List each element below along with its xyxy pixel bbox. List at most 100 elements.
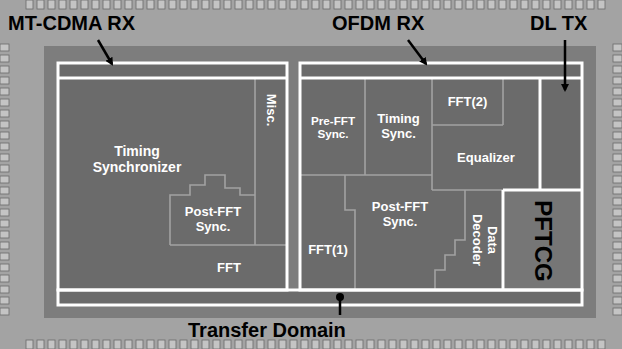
bond-pad: [433, 340, 440, 349]
leader-dot: [336, 293, 344, 301]
bond-pad: [613, 121, 622, 128]
bond-pad: [180, 0, 187, 9]
bond-pad: [510, 340, 517, 349]
bond-pad: [213, 340, 220, 349]
bond-pad: [0, 275, 9, 282]
bond-pad: [356, 0, 363, 9]
bond-pad: [565, 340, 572, 349]
bond-pad: [400, 0, 407, 9]
bond-pad: [422, 340, 429, 349]
bond-pad: [0, 154, 9, 161]
bond-pad: [400, 340, 407, 349]
bond-pad: [613, 154, 622, 161]
bond-pad: [0, 99, 9, 106]
bond-pad: [613, 110, 622, 117]
bond-pad: [613, 220, 622, 227]
bond-pad: [367, 340, 374, 349]
bond-pad: [613, 55, 622, 62]
bond-pad: [323, 0, 330, 9]
chip-block: Data Decoder: [466, 192, 502, 288]
bond-pad: [499, 0, 506, 9]
bond-pad: [323, 340, 330, 349]
bond-pad: [92, 340, 99, 349]
block-label: Equalizer: [457, 150, 515, 165]
chip-block: Timing Sync.: [366, 80, 431, 174]
block-label: Post-FFT Sync.: [174, 205, 252, 234]
bond-pad: [565, 0, 572, 9]
bond-pad: [466, 0, 473, 9]
bond-pad: [532, 0, 539, 9]
bond-pad: [613, 308, 622, 315]
bond-pad: [0, 220, 9, 227]
bond-pad: [613, 77, 622, 84]
bond-pad: [613, 99, 622, 106]
bond-pad: [125, 340, 132, 349]
bond-pad: [0, 88, 9, 95]
bond-pad: [0, 77, 9, 84]
bond-pad: [0, 253, 9, 260]
bond-pad: [613, 242, 622, 249]
bond-pad: [26, 340, 33, 349]
bond-pad: [613, 198, 622, 205]
bond-pad: [613, 132, 622, 139]
bond-pad: [59, 0, 66, 9]
bond-pad: [48, 0, 55, 9]
bond-pad: [312, 340, 319, 349]
bond-pad: [389, 340, 396, 349]
bond-pad: [444, 340, 451, 349]
bond-pad: [268, 0, 275, 9]
bond-pad: [103, 340, 110, 349]
bond-pad: [444, 0, 451, 9]
bond-pad: [158, 340, 165, 349]
bond-pad: [613, 286, 622, 293]
bond-pad: [26, 0, 33, 9]
bond-pad: [37, 0, 44, 9]
bond-pad: [613, 165, 622, 172]
bond-pad: [0, 110, 9, 117]
bond-pad: [180, 340, 187, 349]
bond-pad: [598, 340, 605, 349]
bond-pad: [202, 0, 209, 9]
bond-pad: [613, 88, 622, 95]
bond-pad: [345, 340, 352, 349]
bond-pad: [455, 340, 462, 349]
bond-pad: [334, 0, 341, 9]
block-borders: [170, 78, 540, 290]
bond-pad: [367, 0, 374, 9]
chip-block: FFT(1): [302, 212, 354, 288]
bond-pad: [92, 0, 99, 9]
bond-pad: [378, 340, 385, 349]
chip-block: Post-FFT Sync.: [357, 192, 443, 238]
bond-pad: [411, 0, 418, 9]
bond-pad: [543, 340, 550, 349]
bond-pad: [0, 209, 9, 216]
bond-pad: [147, 340, 154, 349]
bond-pad: [0, 264, 9, 271]
chip-block: Equalizer: [434, 127, 538, 188]
bond-pad: [0, 55, 9, 62]
bond-pad: [257, 340, 264, 349]
bond-pad: [0, 165, 9, 172]
bond-pad: [136, 340, 143, 349]
bond-pad: [246, 0, 253, 9]
bond-pad: [521, 340, 528, 349]
bond-pad: [613, 297, 622, 304]
region-label: OFDM RX: [332, 12, 424, 34]
bond-pad: [0, 198, 9, 205]
chip-block: Pre-FFT Sync.: [301, 80, 365, 174]
chip-block: Timing Synchronizer: [62, 110, 212, 210]
bond-pad: [0, 66, 9, 73]
chip-block: FFT: [172, 247, 286, 289]
region-label: DL TX: [530, 12, 587, 34]
bond-pad: [301, 0, 308, 9]
bond-pad: [587, 340, 594, 349]
bond-pad: [191, 340, 198, 349]
leader-arrows: [98, 40, 565, 315]
bond-pad: [613, 231, 622, 238]
bond-pad: [279, 340, 286, 349]
block-label: FFT: [217, 261, 241, 276]
bond-pad: [235, 0, 242, 9]
bond-pad: [235, 340, 242, 349]
bond-pad: [114, 340, 121, 349]
bond-pad: [613, 264, 622, 271]
